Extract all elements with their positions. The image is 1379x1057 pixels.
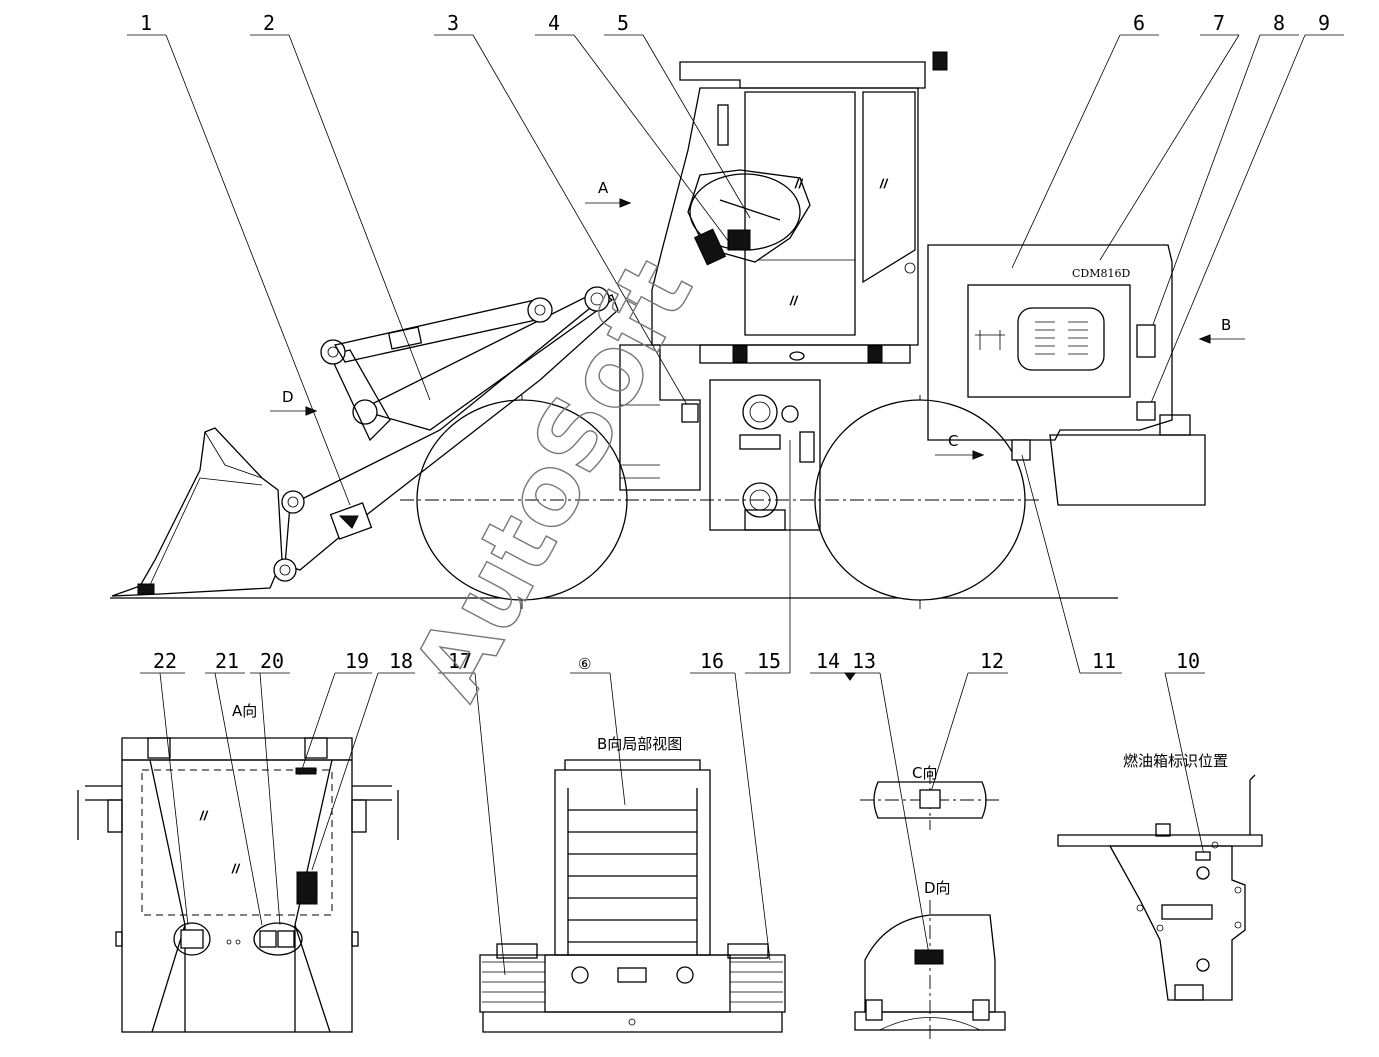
view-d-label: D向 xyxy=(924,879,951,897)
callout-7: 7 xyxy=(1213,11,1225,35)
steering-console xyxy=(687,169,811,263)
view-a-label: A向 xyxy=(232,702,257,720)
callout-10: 10 xyxy=(1176,649,1200,673)
svg-text://: // xyxy=(790,294,798,309)
tilt-cylinder xyxy=(333,299,546,363)
decal-10 xyxy=(1195,851,1211,861)
view-b-label: B向局部视图 xyxy=(597,735,682,753)
decal-21 xyxy=(259,930,277,948)
decal-9 xyxy=(1136,401,1156,421)
svg-text://: // xyxy=(200,809,208,824)
view-c-label: C向 xyxy=(912,764,937,782)
decal-22 xyxy=(180,929,204,949)
callout-11: 11 xyxy=(1092,649,1116,673)
callout-14: 14 xyxy=(816,649,840,673)
svg-text://: // xyxy=(232,862,240,877)
callout-4: 4 xyxy=(548,11,560,35)
arrow-label-d: D xyxy=(282,388,294,406)
callout-group-top: 1 2 3 4 5 6 7 8 9 xyxy=(127,11,1344,506)
counterweight xyxy=(1049,434,1206,506)
view-b-marker: ⑥ xyxy=(578,655,591,673)
callout-8: 8 xyxy=(1273,11,1285,35)
decal-3 xyxy=(681,403,699,423)
decal-8 xyxy=(1136,324,1156,358)
decal-11 xyxy=(1011,439,1031,461)
callout-22: 22 xyxy=(153,649,177,673)
decal-19 xyxy=(295,767,317,775)
callout-18: 18 xyxy=(389,649,413,673)
callout-2: 2 xyxy=(263,11,275,35)
decal-20 xyxy=(277,930,295,948)
model-plate: CDM816D xyxy=(1072,267,1130,280)
svg-text://: // xyxy=(795,177,803,192)
callout-20: 20 xyxy=(260,649,284,673)
decal-18 xyxy=(296,871,318,905)
callout-group-bottom: 22 21 20 19 18 17 16 15 14 13 12 11 10 xyxy=(140,440,1205,976)
callout-21: 21 xyxy=(215,649,239,673)
arrow-label-b: B xyxy=(1221,316,1231,334)
view-c: C向 xyxy=(860,764,1000,830)
arrow-label-a: A xyxy=(598,179,609,197)
fuel-tank-label: 燃油箱标识位置 xyxy=(1123,752,1228,770)
callout-6: 6 xyxy=(1133,11,1145,35)
loader-side-view: // // // CDM816D xyxy=(110,51,1245,610)
view-a: A向 // // xyxy=(77,702,399,1033)
view-arrows: A B C D xyxy=(270,179,1245,460)
arrow-label-c: C xyxy=(948,432,958,450)
view-d: D向 xyxy=(854,879,1006,1040)
decal-14 xyxy=(865,999,883,1021)
fuel-tank-view: 燃油箱标识位置 xyxy=(1057,752,1263,1001)
callout-5: 5 xyxy=(617,11,629,35)
bucket xyxy=(111,427,283,597)
svg-text://: // xyxy=(880,177,888,192)
callout-13: 13 xyxy=(852,649,876,673)
cab: // // // xyxy=(651,51,948,364)
callout-17: 17 xyxy=(448,649,472,673)
callout-15: 15 xyxy=(757,649,781,673)
decal-12 xyxy=(919,789,941,809)
callout-16: 16 xyxy=(700,649,724,673)
callout-3: 3 xyxy=(447,11,459,35)
decal-15 xyxy=(799,431,815,463)
callout-12: 12 xyxy=(980,649,1004,673)
callout-19: 19 xyxy=(345,649,369,673)
decal-13 xyxy=(914,949,944,965)
view-b-partial: B向局部视图 ⑥ xyxy=(479,655,786,1033)
callout-9: 9 xyxy=(1318,11,1330,35)
engine-hood: CDM816D xyxy=(904,244,1206,506)
callout-1: 1 xyxy=(140,11,152,35)
